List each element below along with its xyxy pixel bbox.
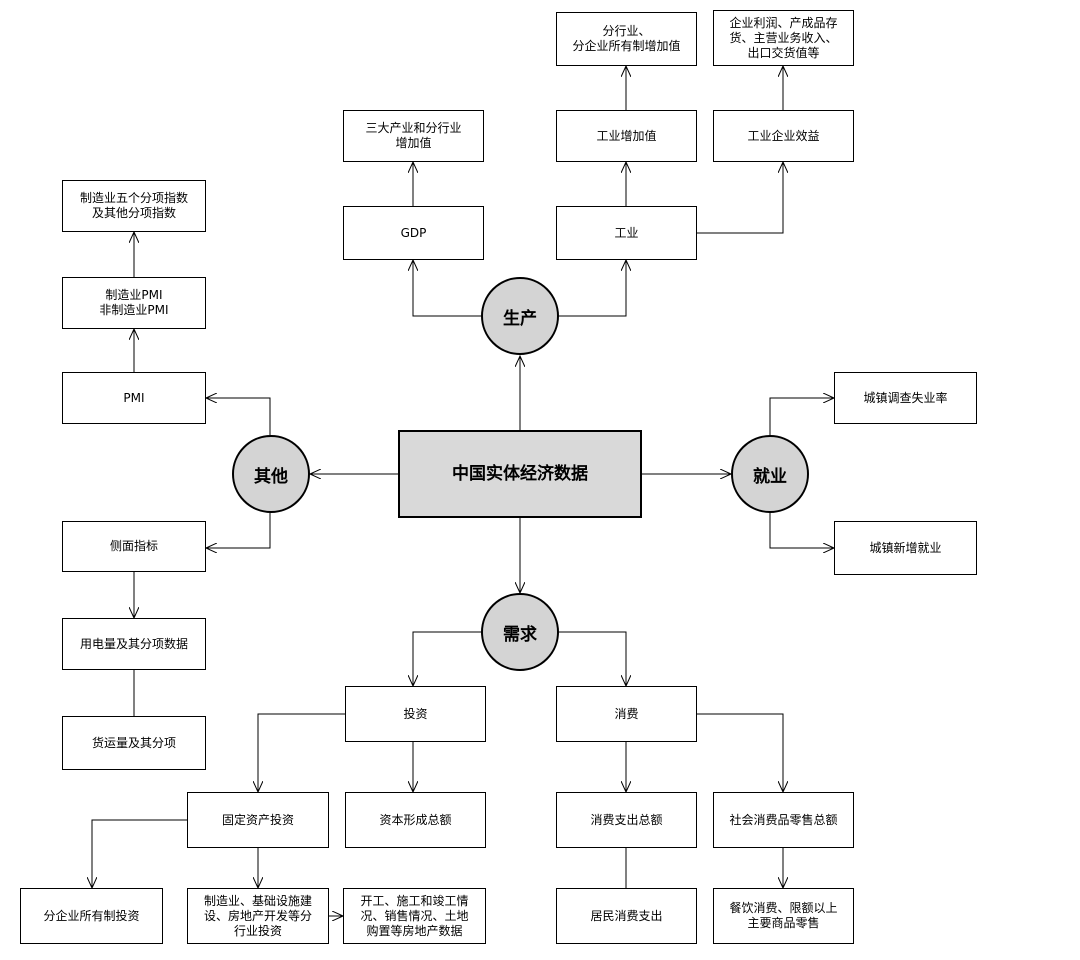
production-node: 生产	[481, 277, 559, 355]
industry-profit-node: 工业企业效益	[713, 110, 854, 162]
center-node: 中国实体经济数据	[398, 430, 642, 518]
demand-node: 需求	[481, 593, 559, 671]
industry-profit-detail-node: 企业利润、产成品存 货、主营业务收入、 出口交货值等	[713, 10, 854, 66]
arrow-demand-to-investment	[413, 631, 481, 686]
unemployment-node: 城镇调查失业率	[834, 372, 977, 424]
pmi-node: PMI	[62, 372, 206, 424]
consumption-total-node: 消费支出总额	[556, 792, 697, 848]
arrow-industry-to-profit	[697, 162, 783, 234]
side-indicators-node: 侧面指标	[62, 521, 206, 572]
arrow-production-to-industry	[559, 260, 626, 317]
retail-total-node: 社会消费品零售总额	[713, 792, 854, 848]
real-estate-node: 开工、施工和竣工情 况、销售情况、土地 购置等房地产数据	[343, 888, 486, 944]
freight-node: 货运量及其分项	[62, 716, 206, 770]
ownership-investment-node: 分企业所有制投资	[20, 888, 163, 944]
consumption-node: 消费	[556, 686, 697, 742]
arrow-investment-to-fixed	[258, 713, 345, 792]
electricity-node: 用电量及其分项数据	[62, 618, 206, 670]
employment-node: 就业	[731, 435, 809, 513]
gdp-node: GDP	[343, 206, 484, 260]
other-node: 其他	[232, 435, 310, 513]
industry-value-added-node: 工业增加值	[556, 110, 697, 162]
industry-value-added-detail-node: 分行业、 分企业所有制增加值	[556, 12, 697, 66]
pmi-split-node: 制造业PMI 非制造业PMI	[62, 277, 206, 329]
investment-node: 投资	[345, 686, 486, 742]
arrow-production-to-gdp	[413, 260, 481, 317]
sector-investment-node: 制造业、基础设施建 设、房地产开发等分 行业投资	[187, 888, 329, 944]
pmi-detail-node: 制造业五个分项指数 及其他分项指数	[62, 180, 206, 232]
arrow-other-to-side	[206, 513, 271, 548]
arrow-consumption-to-retail	[697, 713, 783, 792]
arrow-demand-to-consumption	[559, 631, 626, 686]
arrow-fixed-to-ownership	[92, 819, 187, 888]
gdp-detail-node: 三大产业和分行业 增加值	[343, 110, 484, 162]
capital-formation-node: 资本形成总额	[345, 792, 486, 848]
industry-node: 工业	[556, 206, 697, 260]
new-jobs-node: 城镇新增就业	[834, 521, 977, 575]
arrow-other-to-pmi	[206, 398, 271, 435]
fixed-asset-node: 固定资产投资	[187, 792, 329, 848]
arrow-employment-to-unemployment	[769, 398, 834, 435]
arrow-employment-to-new-jobs	[769, 513, 834, 548]
resident-consumption-node: 居民消费支出	[556, 888, 697, 944]
retail-detail-node: 餐饮消费、限额以上 主要商品零售	[713, 888, 854, 944]
